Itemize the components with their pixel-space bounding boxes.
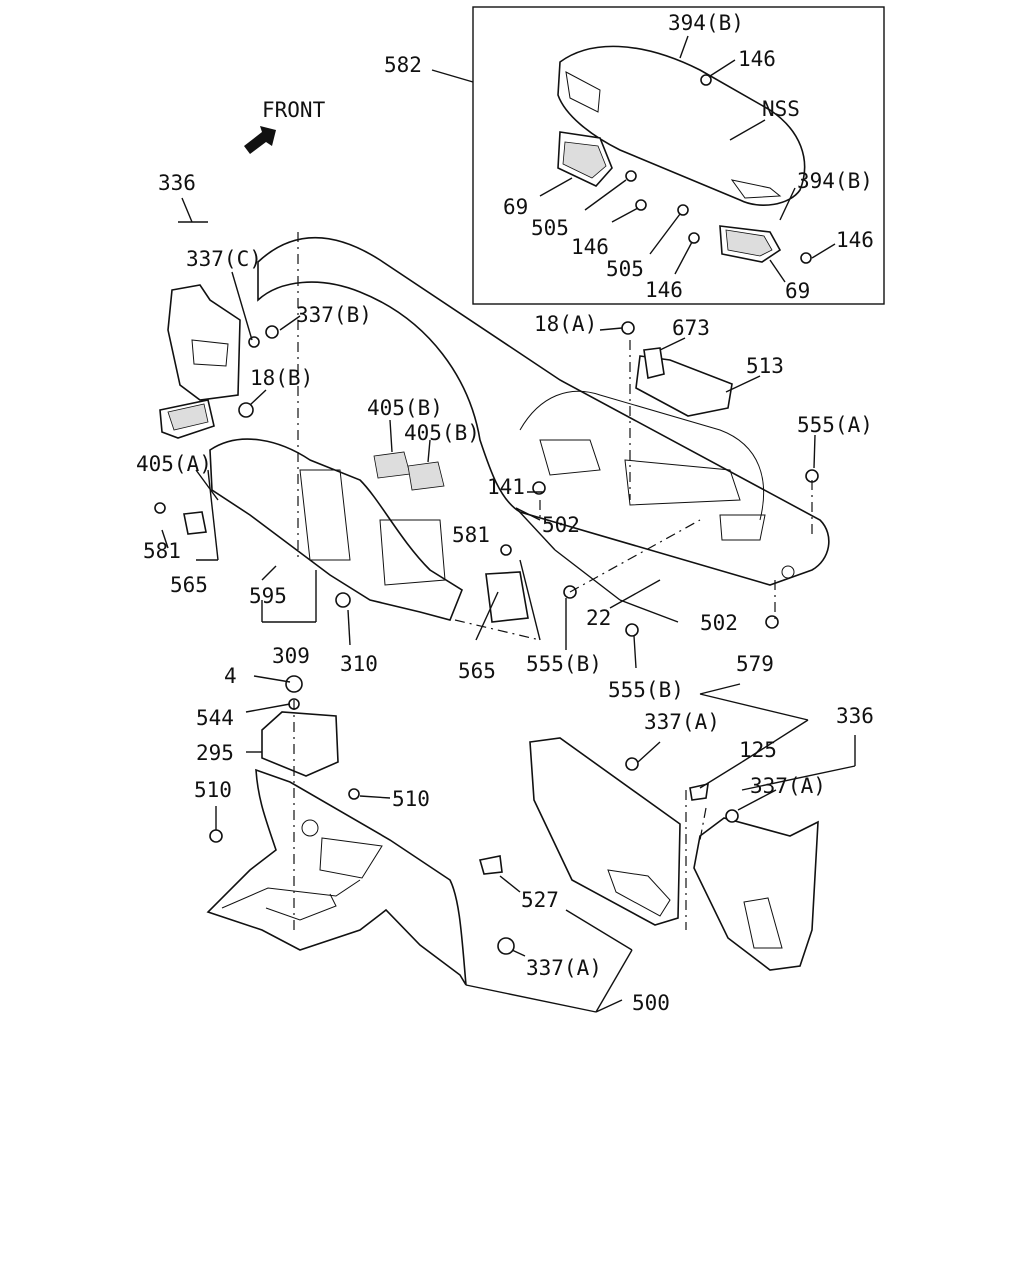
callout-69-left: 69 xyxy=(503,195,528,219)
callout-310: 310 xyxy=(340,652,378,676)
callout-581-mid: 581 xyxy=(452,523,490,547)
callout-565-mid: 565 xyxy=(458,659,496,683)
callout-295: 295 xyxy=(196,741,234,765)
lower-console-assembly xyxy=(206,675,856,1013)
callout-337a-2: 337(A) xyxy=(750,774,826,798)
callout-nss: NSS xyxy=(762,97,800,121)
callout-146-right: 146 xyxy=(836,228,874,252)
vent-405b-2 xyxy=(407,461,445,491)
callout-125: 125 xyxy=(739,738,777,762)
dashboard-main-panel[interactable] xyxy=(257,236,830,586)
front-arrow xyxy=(244,126,276,154)
callout-394b-top: 394(B) xyxy=(668,11,744,35)
vent-405b-1 xyxy=(373,451,411,479)
callout-22: 22 xyxy=(586,606,611,630)
side-panel-336-right[interactable] xyxy=(693,817,819,971)
callout-146-top: 146 xyxy=(738,47,776,71)
callout-309: 309 xyxy=(272,644,310,668)
callout-582: 582 xyxy=(384,53,422,77)
callout-337b: 337(B) xyxy=(296,303,372,327)
instrument-panel-assembly xyxy=(154,197,830,669)
callout-565-left: 565 xyxy=(170,573,208,597)
upper-panel-582[interactable] xyxy=(557,45,806,206)
switch-565-mid[interactable] xyxy=(485,571,529,623)
callout-505-mid: 505 xyxy=(606,257,644,281)
center-console-500[interactable] xyxy=(206,768,467,986)
callout-505-left: 505 xyxy=(531,216,569,240)
glove-box-579[interactable] xyxy=(529,737,681,926)
callout-581-left: 581 xyxy=(143,539,181,563)
cluster-housing-309[interactable] xyxy=(209,438,463,621)
callout-502-bottom: 502 xyxy=(700,611,738,635)
callout-555b-1: 555(B) xyxy=(526,652,602,676)
callout-336-top: 336 xyxy=(158,171,196,195)
nss-detail-inset xyxy=(431,6,885,305)
callout-595: 595 xyxy=(249,584,287,608)
callout-337a-1: 337(A) xyxy=(644,710,720,734)
callout-337a-3: 337(A) xyxy=(526,956,602,980)
callout-4: 4 xyxy=(224,664,237,688)
callout-579: 579 xyxy=(736,652,774,676)
ashtray-295[interactable] xyxy=(261,711,339,777)
callout-555a: 555(A) xyxy=(797,413,873,437)
callout-510-mid: 510 xyxy=(392,787,430,811)
clip-673[interactable] xyxy=(643,347,665,379)
callout-405b-1: 405(B) xyxy=(367,396,443,420)
callout-18a: 18(A) xyxy=(534,312,597,336)
callout-673: 673 xyxy=(672,316,710,340)
callout-405a: 405(A) xyxy=(136,452,212,476)
callout-69-right: 69 xyxy=(785,279,810,303)
callout-510-left: 510 xyxy=(194,778,232,802)
callout-513: 513 xyxy=(746,354,784,378)
callout-18b: 18(B) xyxy=(250,366,313,390)
callout-labels: FRONT 582 394(B) 146 NSS 394(B) 69 505 1… xyxy=(136,11,874,1015)
callout-500: 500 xyxy=(632,991,670,1015)
switch-565-left[interactable] xyxy=(183,511,207,535)
front-label: FRONT xyxy=(262,98,326,122)
callout-146-mid: 146 xyxy=(645,278,683,302)
callout-146-mid-left: 146 xyxy=(571,235,609,259)
callout-544: 544 xyxy=(196,706,234,730)
side-panel-336-left[interactable] xyxy=(167,284,241,401)
callout-527: 527 xyxy=(521,888,559,912)
callout-337c: 337(C) xyxy=(186,247,262,271)
knob-4[interactable] xyxy=(285,675,303,693)
callout-405b-2: 405(B) xyxy=(404,421,480,445)
callout-394b-right: 394(B) xyxy=(797,169,873,193)
callout-141: 141 xyxy=(487,475,525,499)
callout-555b-2: 555(B) xyxy=(608,678,684,702)
callout-502-top: 502 xyxy=(542,513,580,537)
callout-336-bottom: 336 xyxy=(836,704,874,728)
